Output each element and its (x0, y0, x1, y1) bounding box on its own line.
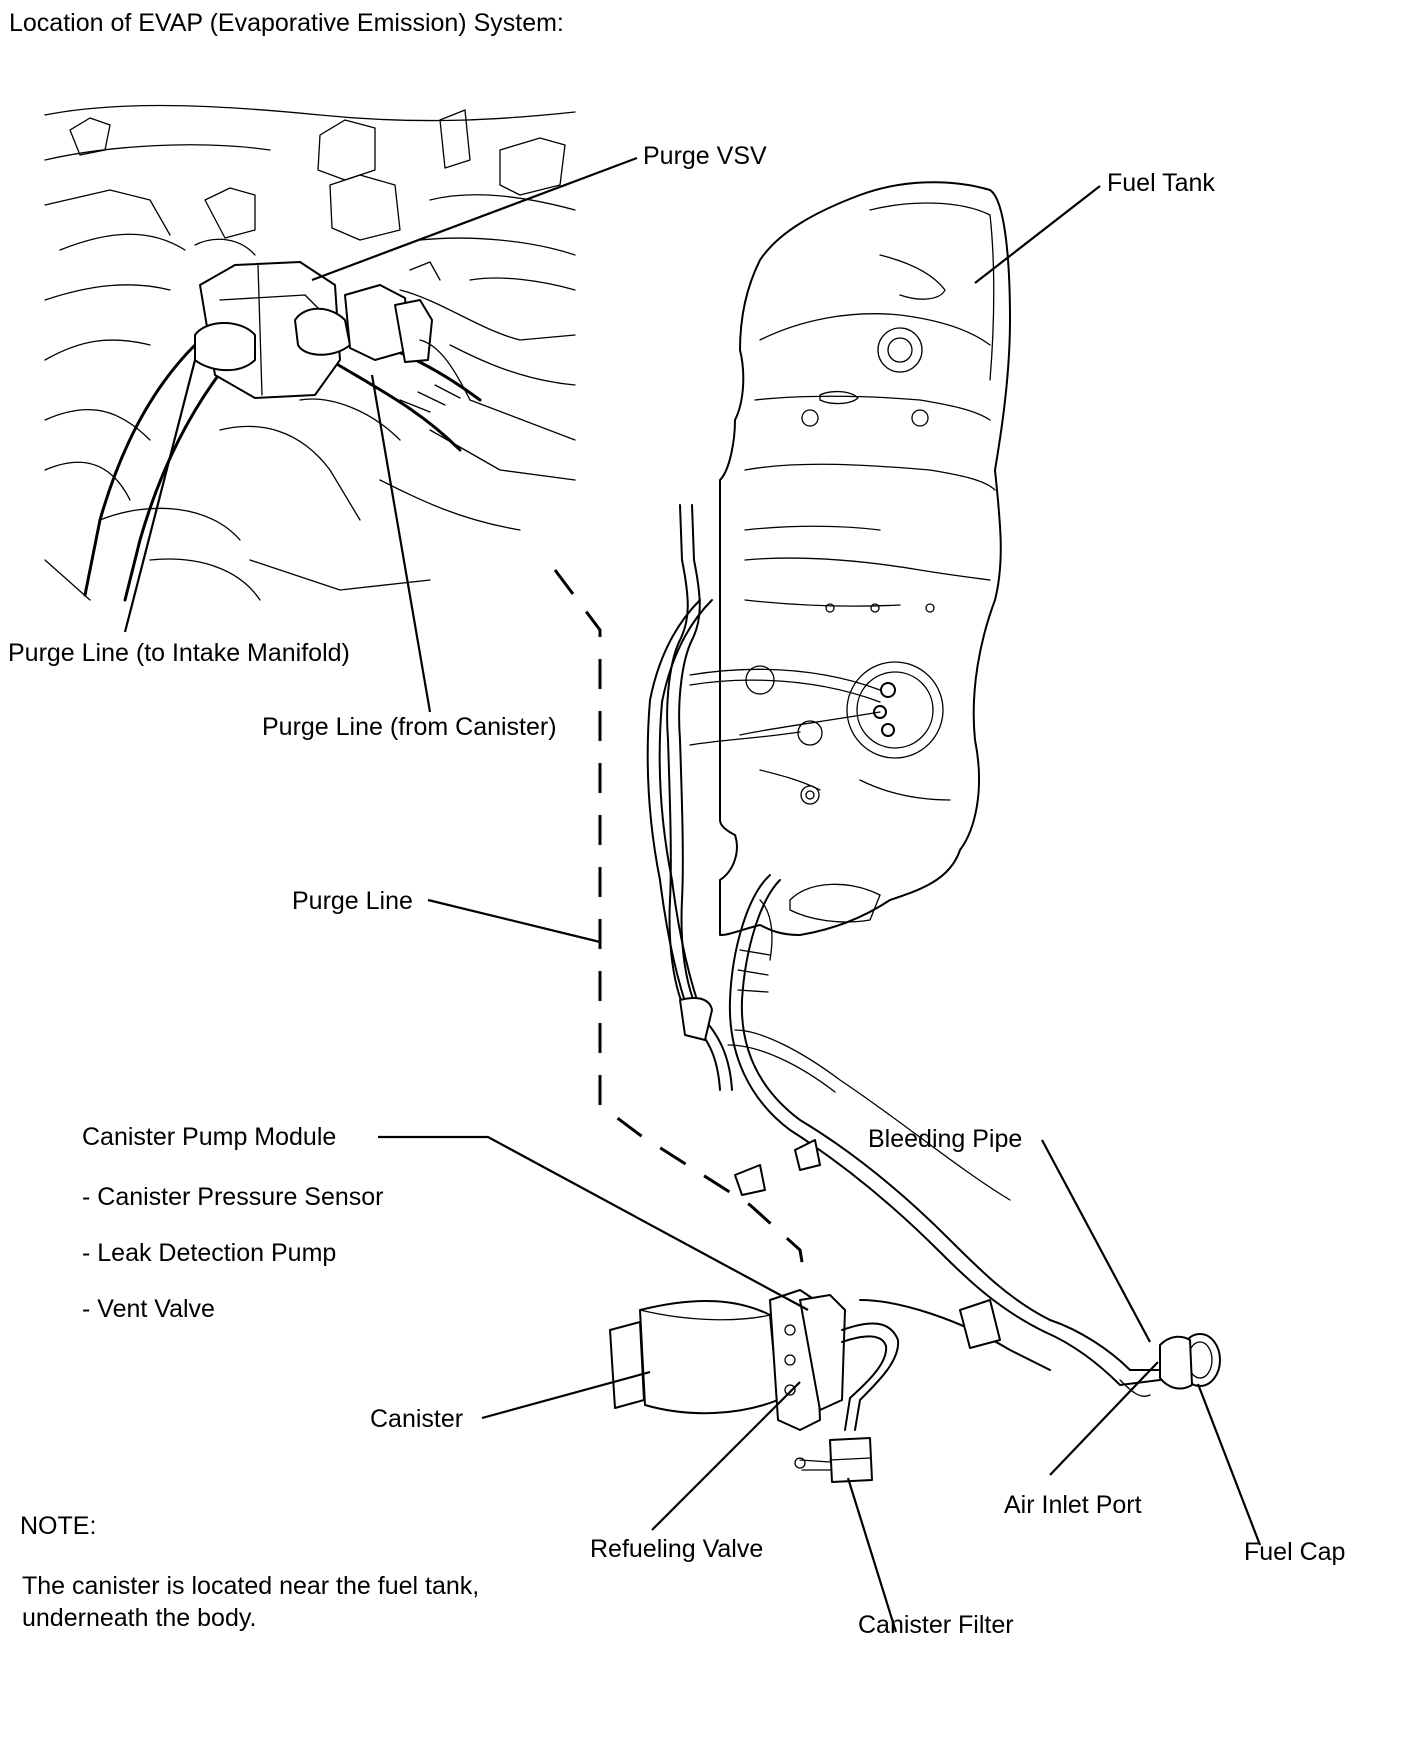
label-air-inlet-port: Air Inlet Port (1004, 1491, 1142, 1519)
note-heading: NOTE: (20, 1512, 97, 1540)
label-canister-pump-module: Canister Pump Module (82, 1123, 337, 1151)
label-fuel-tank: Fuel Tank (1107, 169, 1215, 197)
label-purge-line-canister: Purge Line (from Canister) (262, 713, 557, 741)
diagram-title: Location of EVAP (Evaporative Emission) … (9, 9, 564, 37)
label-vent-valve: - Vent Valve (82, 1295, 215, 1323)
label-purge-vsv: Purge VSV (643, 142, 767, 170)
note-text-line-2: underneath the body. (22, 1604, 257, 1632)
label-canister-pressure-sensor: - Canister Pressure Sensor (82, 1183, 384, 1211)
label-canister-filter: Canister Filter (858, 1611, 1014, 1639)
engine-inset-illustration (44, 104, 576, 602)
fuel-tank-illustration (689, 181, 1011, 936)
label-bleeding-pipe: Bleeding Pipe (868, 1125, 1023, 1153)
label-leak-detection-pump: - Leak Detection Pump (82, 1239, 337, 1267)
label-purge-line-intake: Purge Line (to Intake Manifold) (8, 639, 350, 667)
leader-lines (123, 156, 1262, 1633)
note-text-line-1: The canister is located near the fuel ta… (22, 1572, 480, 1600)
label-refueling-valve: Refueling Valve (590, 1535, 764, 1563)
purge-line-dashed-path (553, 569, 807, 1281)
canister-illustration (609, 1289, 900, 1483)
label-canister: Canister (370, 1405, 464, 1433)
label-purge-line: Purge Line (292, 887, 413, 915)
fuel-lines-illustration (646, 504, 1221, 1397)
label-fuel-cap: Fuel Cap (1244, 1538, 1346, 1566)
